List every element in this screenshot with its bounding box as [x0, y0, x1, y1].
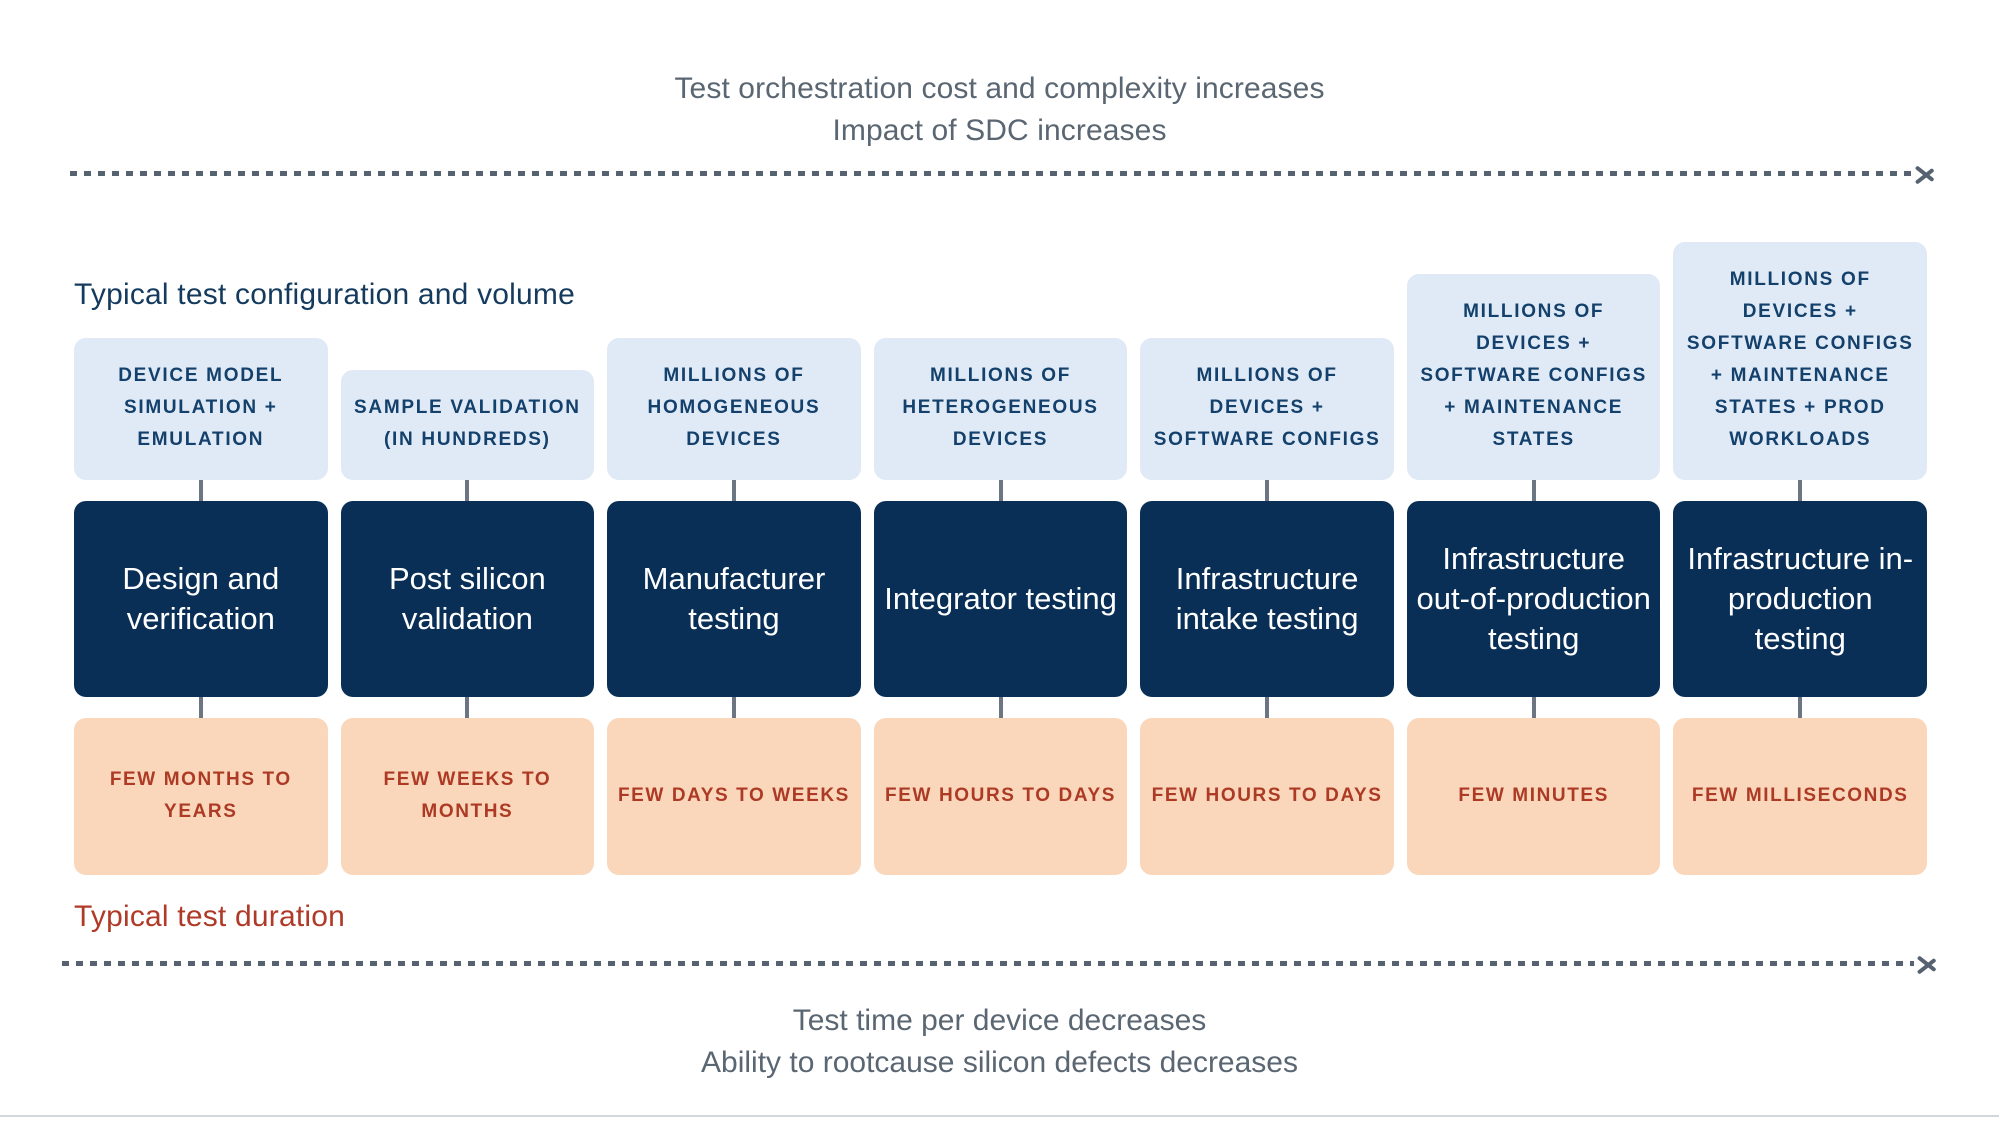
duration-cell-4: Few hours to days	[873, 717, 1128, 875]
duration-box-3: Few days to weeks	[607, 717, 861, 875]
stage-column-6: Millions of devices + software configs +…	[1406, 205, 1661, 875]
duration-cell-5: Few hours to days	[1140, 717, 1394, 875]
connector-line-bottom-7	[1798, 696, 1803, 719]
connector-line-top-3	[731, 479, 736, 502]
config-box-2: Sample validation (in hundreds)	[340, 369, 595, 480]
footer-divider	[0, 1115, 1999, 1117]
duration-section-caption: Typical test duration	[74, 900, 346, 933]
connector-gap-bottom-1	[74, 696, 328, 719]
stage-box-7[interactable]: Infrastructure in-production testing	[1673, 500, 1928, 697]
stage-columns: Device model simulation + emulation Desi…	[74, 205, 1928, 875]
bottom-progression-arrow	[62, 958, 1942, 968]
connector-line-bottom-5	[1265, 696, 1270, 719]
config-cell-6: Millions of devices + software configs +…	[1406, 205, 1661, 480]
duration-box-6: Few minutes	[1406, 717, 1661, 875]
config-box-5: Millions of devices + software configs	[1140, 337, 1394, 480]
connector-line-bottom-1	[198, 696, 203, 719]
duration-box-2: Few weeks to months	[340, 717, 595, 875]
connector-line-top-6	[1531, 479, 1536, 502]
connector-line-bottom-3	[731, 696, 736, 719]
connector-gap-bottom-6	[1407, 696, 1661, 719]
connector-line-top-2	[465, 479, 470, 502]
duration-cell-7: Few milliseconds	[1673, 717, 1928, 875]
stage-box-3[interactable]: Manufacturer testing	[607, 500, 861, 697]
connector-line-top-4	[998, 479, 1003, 502]
bottom-annotation-line-2: Ability to rootcause silicon defects dec…	[701, 1046, 1298, 1079]
duration-box-5: Few hours to days	[1140, 717, 1394, 875]
stage-column-2: Sample validation (in hundreds) Post sil…	[340, 205, 595, 875]
stage-cell-7: Infrastructure in-production testing	[1673, 500, 1928, 697]
connector-gap-bottom-7	[1673, 696, 1927, 719]
stage-box-4[interactable]: Integrator testing	[873, 500, 1128, 697]
stage-column-1: Device model simulation + emulation Desi…	[74, 205, 328, 875]
connector-gap-top-4	[874, 479, 1128, 502]
stage-column-4: Millions of heterogeneous devices Integr…	[873, 205, 1128, 875]
duration-cell-2: Few weeks to months	[340, 717, 595, 875]
duration-box-7: Few milliseconds	[1673, 717, 1928, 875]
connector-gap-bottom-3	[607, 696, 861, 719]
stage-cell-5: Infrastructure intake testing	[1140, 500, 1394, 697]
config-cell-5: Millions of devices + software configs	[1140, 205, 1394, 480]
stage-cell-3: Manufacturer testing	[607, 500, 861, 697]
connector-gap-bottom-5	[1140, 696, 1394, 719]
top-annotation: Test orchestration cost and complexity i…	[0, 68, 1999, 152]
bottom-annotation-line-1: Test time per device decreases	[792, 1004, 1207, 1037]
top-annotation-line-1: Test orchestration cost and complexity i…	[674, 72, 1325, 105]
stage-cell-6: Infrastructure out-of-production testing	[1406, 500, 1661, 697]
duration-cell-6: Few minutes	[1406, 717, 1661, 875]
config-cell-4: Millions of heterogeneous devices	[873, 205, 1128, 480]
top-arrow-dotted-line	[70, 170, 1912, 176]
connector-line-top-1	[198, 479, 203, 502]
connector-gap-top-3	[607, 479, 861, 502]
config-cell-2: Sample validation (in hundreds)	[340, 205, 595, 480]
arrow-right-icon	[1914, 160, 1940, 186]
top-progression-arrow	[70, 168, 1940, 178]
stage-box-5[interactable]: Infrastructure intake testing	[1140, 500, 1394, 697]
bottom-arrow-dotted-line	[62, 960, 1914, 966]
config-section-caption: Typical test configuration and volume	[74, 278, 576, 311]
stage-box-2[interactable]: Post silicon validation	[340, 500, 595, 697]
connector-gap-bottom-2	[341, 696, 595, 719]
bottom-annotation: Test time per device decreases Ability t…	[0, 1000, 1999, 1084]
stage-column-3: Millions of homogeneous devices Manufact…	[607, 205, 861, 875]
stage-cell-2: Post silicon validation	[340, 500, 595, 697]
connector-gap-top-5	[1140, 479, 1394, 502]
connector-gap-bottom-4	[874, 696, 1128, 719]
arrow-right-icon	[1916, 950, 1942, 976]
stage-cell-1: Design and verification	[74, 500, 328, 697]
connector-line-bottom-4	[998, 696, 1003, 719]
connector-gap-top-6	[1407, 479, 1661, 502]
connector-line-bottom-2	[465, 696, 470, 719]
config-cell-7: Millions of devices + software configs +…	[1673, 205, 1928, 480]
config-box-4: Millions of heterogeneous devices	[873, 337, 1128, 480]
config-box-1: Device model simulation + emulation	[74, 337, 328, 480]
connector-gap-top-2	[341, 479, 595, 502]
stage-column-5: Millions of devices + software configs I…	[1140, 205, 1394, 875]
config-box-3: Millions of homogeneous devices	[607, 337, 861, 480]
duration-cell-1: Few months to years	[74, 717, 328, 875]
stage-cell-4: Integrator testing	[873, 500, 1128, 697]
stage-column-7: Millions of devices + software configs +…	[1673, 205, 1928, 875]
config-box-7: Millions of devices + software configs +…	[1673, 241, 1928, 480]
duration-box-4: Few hours to days	[873, 717, 1128, 875]
top-annotation-line-2: Impact of SDC increases	[832, 114, 1167, 147]
connector-line-top-5	[1265, 479, 1270, 502]
connector-gap-top-7	[1673, 479, 1927, 502]
connector-line-bottom-6	[1531, 696, 1536, 719]
duration-box-1: Few months to years	[74, 717, 328, 875]
config-cell-1: Device model simulation + emulation	[74, 205, 328, 480]
config-cell-3: Millions of homogeneous devices	[607, 205, 861, 480]
config-box-6: Millions of devices + software configs +…	[1406, 273, 1661, 480]
stage-box-1[interactable]: Design and verification	[74, 500, 328, 697]
duration-cell-3: Few days to weeks	[607, 717, 861, 875]
stage-box-6[interactable]: Infrastructure out-of-production testing	[1406, 500, 1661, 697]
connector-gap-top-1	[74, 479, 328, 502]
connector-line-top-7	[1798, 479, 1803, 502]
